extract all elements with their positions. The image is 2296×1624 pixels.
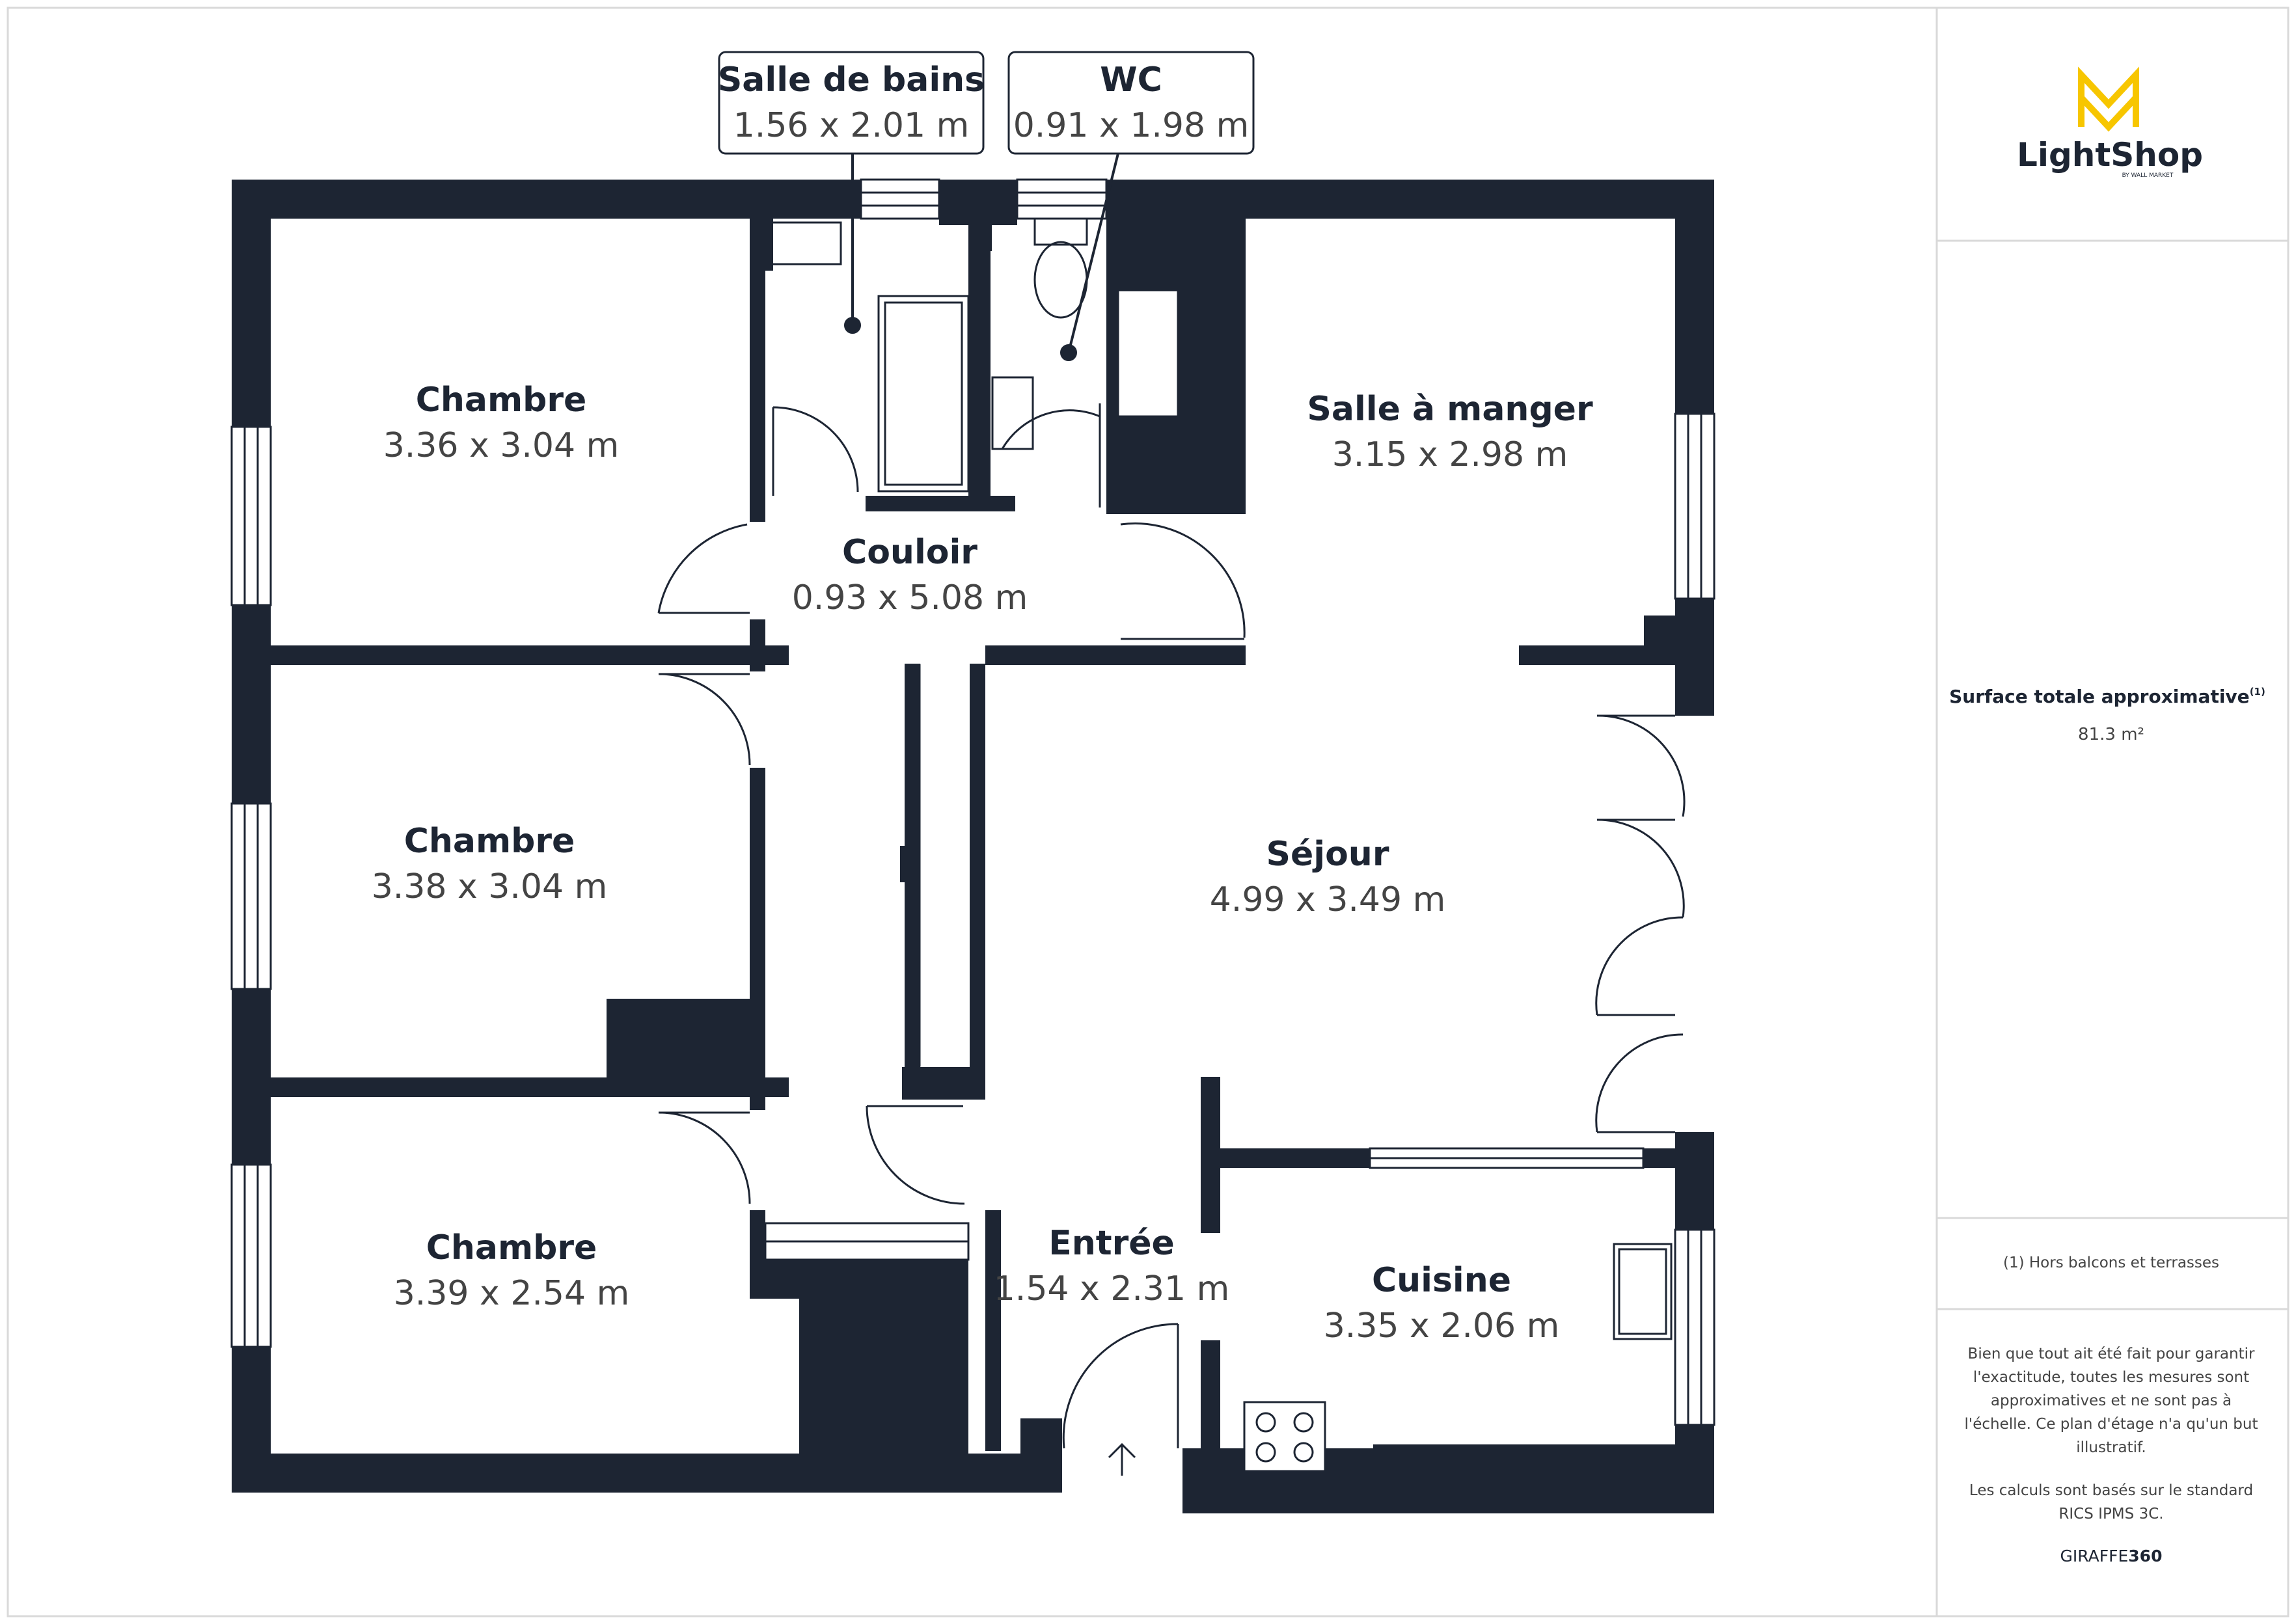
- disclaimer-line-4: l'échelle. Ce plan d'étage n'a qu'un but: [1965, 1416, 2258, 1433]
- walls: [232, 180, 1714, 1513]
- room-name-salle-a-manger: Salle à manger: [1307, 390, 1593, 429]
- room-dims-entree: 1.54 x 2.31 m: [994, 1269, 1230, 1308]
- room-dims-salle-de-bains: 1.56 x 2.01 m: [733, 106, 970, 145]
- room-name-couloir: Couloir: [842, 533, 977, 572]
- standard-line-2: RICS IPMS 3C.: [2058, 1506, 2163, 1522]
- lightshop-logo-icon: [2078, 66, 2139, 132]
- fixtures: [764, 217, 1673, 1476]
- room-dims-sejour: 4.99 x 3.49 m: [1210, 880, 1446, 919]
- room-dims-cuisine: 3.35 x 2.06 m: [1324, 1306, 1560, 1346]
- disclaimer-line-5: illustratif.: [2076, 1439, 2146, 1456]
- doors: [657, 403, 1686, 1449]
- callout-box-salle-de-bains: [718, 51, 985, 155]
- room-name-wc: WC: [1100, 61, 1162, 100]
- callout-pointers: [844, 153, 1119, 361]
- area-footnote: (1) Hors balcons et terrasses: [2003, 1254, 2219, 1271]
- brand-tagline: BY WALL MARKET: [2122, 172, 2174, 179]
- room-dims-chambre-2: 3.38 x 3.04 m: [372, 867, 608, 906]
- disclaimer-line-1: Bien que tout ait été fait pour garantir: [1968, 1346, 2255, 1362]
- room-dims-chambre-3: 3.39 x 2.54 m: [394, 1274, 630, 1313]
- room-dims-chambre-1: 3.36 x 3.04 m: [383, 426, 620, 465]
- room-name-chambre-2: Chambre: [404, 822, 575, 861]
- room-dims-salle-a-manger: 3.15 x 2.98 m: [1332, 435, 1568, 474]
- disclaimer-line-2: l'exactitude, toutes les mesures sont: [1973, 1369, 2249, 1386]
- windows: [230, 178, 1715, 1426]
- area-label: Surface totale approximative(1): [1949, 686, 2265, 707]
- room-name-cuisine: Cuisine: [1372, 1261, 1511, 1300]
- room-name-entree: Entrée: [1048, 1224, 1175, 1263]
- credit-giraffe360: GIRAFFE360: [2060, 1547, 2163, 1565]
- room-name-chambre-3: Chambre: [426, 1228, 597, 1267]
- disclaimer-line-3: approximatives et ne sont pas à: [1991, 1392, 2232, 1409]
- callout-box-wc: [1007, 51, 1255, 155]
- standard-line-1: Les calculs sont basés sur le standard: [1969, 1482, 2253, 1499]
- room-name-sejour: Séjour: [1266, 835, 1389, 874]
- room-name-salle-de-bains: Salle de bains: [718, 61, 985, 100]
- room-dims-wc: 0.91 x 1.98 m: [1013, 106, 1250, 145]
- brand-name: LightShop: [2017, 136, 2203, 174]
- area-value: 81.3 m²: [2078, 725, 2144, 744]
- room-name-chambre-1: Chambre: [416, 381, 587, 420]
- page-frame: [7, 7, 2289, 1617]
- room-dims-couloir: 0.93 x 5.08 m: [792, 578, 1028, 617]
